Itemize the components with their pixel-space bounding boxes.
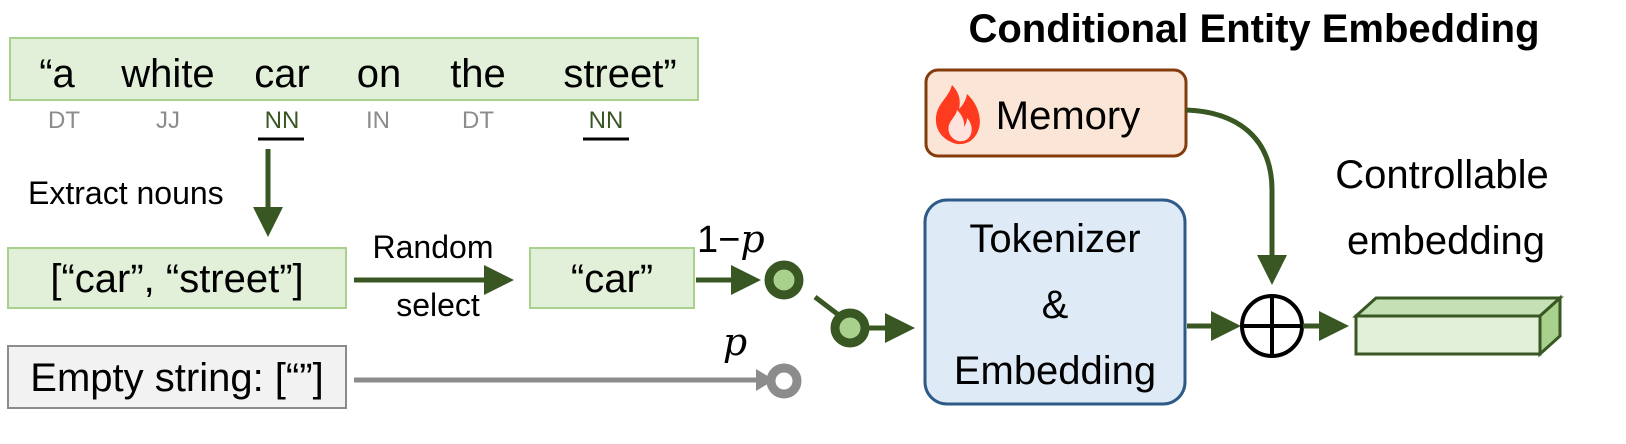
pos-tag-noun: NN [265,107,300,134]
pos-tag-noun: NN [589,107,624,134]
random-select-label: select [396,287,480,323]
tokenizer-label: & [1042,283,1069,327]
xor-sum-icon [1240,294,1304,358]
prob-one-minus-p: 1−p [697,217,765,261]
memory-arrow [1185,107,1287,286]
embedding-prism-icon [1352,294,1564,358]
switch-icon [830,308,870,348]
extract-label: Extract nouns [28,175,224,211]
selected-noun-box [529,247,695,309]
tokenizer-embedding-box [923,198,1187,406]
sentence-box [9,37,699,101]
sentence-word: street” [563,52,676,96]
pos-tag: DT [462,107,494,134]
flame-icon-inner [948,110,972,142]
pos-tag: DT [48,107,80,134]
pos-tag: IN [366,107,390,134]
tokenizer-label: Embedding [954,349,1156,393]
diagram-title: Conditional Entity Embedding [968,7,1539,51]
switch-icon [766,363,802,399]
selected-noun-text: “car” [571,257,653,301]
sentence-word: on [357,52,402,96]
memory-box [924,68,1188,158]
switch-lever [813,295,842,318]
sentence-word: car [254,52,310,96]
random-select-label: Random [373,229,494,265]
empty-string-box [7,345,347,409]
empty-path-arrowhead [756,369,774,391]
tokenizer-label: Tokenizer [969,217,1140,261]
prob-p: p [723,320,747,364]
output-label: Controllable [1335,153,1548,197]
sentence-word: “a [39,52,75,96]
sentence-word: the [450,52,506,96]
empty-string-text: Empty string: [“”] [30,356,323,400]
nouns-text: [“car”, “street”] [50,257,303,301]
memory-label: Memory [996,94,1140,138]
nouns-box [7,247,347,309]
switch-icon [764,260,804,300]
output-label: embedding [1347,219,1545,263]
pos-tag: JJ [156,107,180,134]
sentence-word: white [120,52,214,96]
